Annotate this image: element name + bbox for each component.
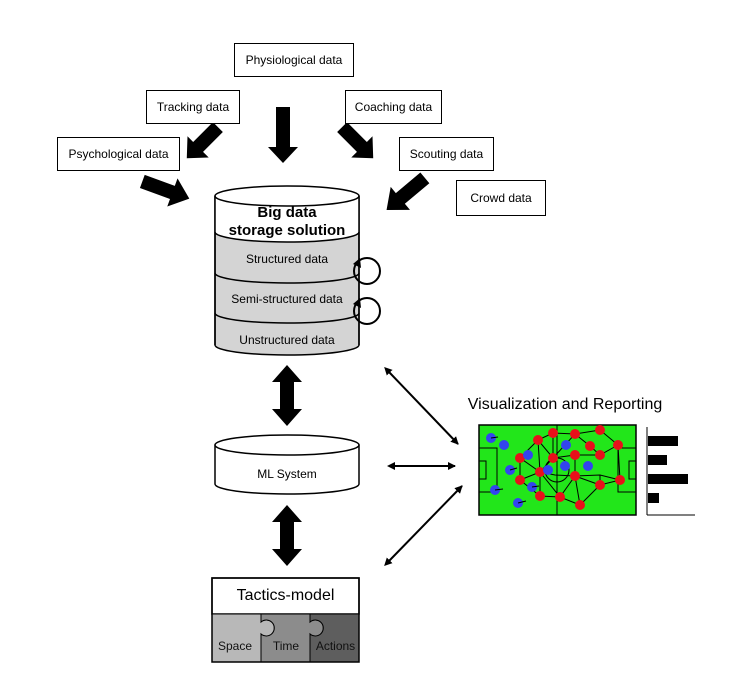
puzzle-label-time: Time: [272, 639, 300, 653]
source-physiological: Physiological data: [234, 43, 354, 77]
source-scouting: Scouting data: [399, 137, 494, 171]
arrow-psychological: [139, 174, 190, 207]
soccer-pitch-graphic: [478, 424, 637, 516]
arrow-coaching: [337, 122, 374, 159]
report-bar-chart: [646, 427, 695, 516]
visualization-title: Visualization and Reporting: [467, 396, 663, 413]
storage-layer-unstructured: Unstructured data: [239, 333, 335, 347]
cycle-icon: [353, 297, 381, 325]
big-data-storage: [214, 185, 381, 356]
storage-layer-semi-structured: Semi-structured data: [231, 292, 343, 306]
storage-layer-structured: Structured data: [245, 252, 329, 266]
source-coaching: Coaching data: [345, 90, 442, 124]
ml-system-cylinder: [214, 434, 360, 495]
arrow-tracking: [186, 122, 223, 159]
puzzle-label-space: Space: [217, 639, 253, 653]
tactics-model-title: Tactics-model: [236, 587, 335, 604]
storage-title-line1: Big data: [257, 204, 317, 221]
arrow-tactics-vis: [384, 485, 463, 567]
arrow-scouting: [386, 172, 430, 210]
storage-title-line2: storage solution: [228, 222, 346, 239]
puzzle-piece-actions: [309, 613, 360, 663]
arrow-physiological: [268, 107, 298, 163]
source-tracking: Tracking data: [146, 90, 240, 124]
tactics-model-box: [211, 577, 360, 663]
arrow-db-ml: [272, 365, 302, 426]
source-psychological: Psychological data: [57, 137, 180, 171]
source-crowd: Crowd data: [456, 180, 546, 216]
cycle-icon: [353, 257, 381, 285]
input-arrows: [139, 107, 430, 210]
ml-system-label: ML System: [257, 467, 317, 481]
arrow-db-vis: [384, 366, 459, 445]
puzzle-label-actions: Actions: [315, 639, 356, 653]
arrow-ml-tactics: [272, 505, 302, 566]
